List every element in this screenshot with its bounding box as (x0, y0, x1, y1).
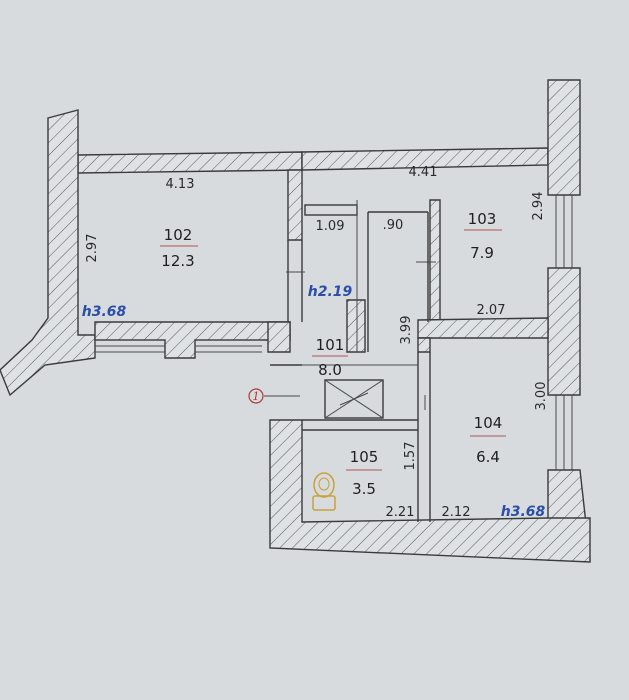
window-left (95, 339, 262, 353)
dimensions: 4.13 4.41 2.97 2.94 1.09 .90 3.99 2.07 3… (85, 165, 549, 520)
window-right-upper (555, 195, 573, 268)
dim-2-94: 2.94 (531, 192, 546, 221)
wall-top-left (77, 151, 303, 174)
wall-right-upper (547, 79, 581, 196)
room-103: 103 7.9 (464, 210, 502, 262)
wall-103-104 (417, 317, 549, 339)
dim-2-97: 2.97 (85, 234, 100, 263)
room-area: 7.9 (470, 244, 494, 262)
room-number: 101 (316, 336, 345, 354)
exterior-walls (0, 79, 591, 563)
height-corridor: h2.19 (308, 284, 353, 300)
room-number: 104 (474, 414, 503, 432)
room-number: 103 (468, 210, 497, 228)
closet-wall (346, 299, 366, 353)
dim-2-21: 2.21 (386, 505, 415, 520)
closet-edge (304, 204, 358, 216)
room-area: 6.4 (476, 448, 500, 466)
dim-3-99: 3.99 (399, 316, 414, 345)
room-number: 105 (350, 448, 379, 466)
wall-101-103 (429, 199, 441, 323)
height-right: h3.68 (501, 504, 546, 520)
wall-101-104-stub (417, 337, 431, 353)
dim-0-90: .90 (383, 218, 404, 233)
dim-2-12: 2.12 (442, 505, 471, 520)
wall-left (0, 109, 96, 397)
room-104: 104 6.4 (470, 414, 506, 466)
room-area: 8.0 (318, 361, 342, 379)
interior-walls (270, 169, 549, 522)
windows (95, 195, 573, 470)
room-number: 102 (164, 226, 193, 244)
wall-bottom (269, 419, 591, 563)
dim-1-57: 1.57 (403, 442, 418, 471)
wall-right-middle (547, 267, 581, 396)
wall-102-101 (287, 169, 303, 241)
height-left: h3.68 (82, 304, 127, 320)
room-101: 101 8.0 (312, 336, 348, 379)
entrance-marker-icon: 1 (248, 388, 300, 404)
toilet-icon (312, 472, 336, 511)
ventilation-shaft-icon (324, 379, 384, 419)
wall-lower-left (267, 321, 291, 353)
dim-3-00: 3.00 (534, 382, 549, 411)
entrance-marker-label: 1 (253, 390, 260, 403)
dim-2-07: 2.07 (477, 303, 506, 318)
ceiling-heights: h3.68 h2.19 h3.68 (82, 284, 546, 520)
dim-1-09: 1.09 (316, 219, 345, 234)
dim-4-13: 4.13 (166, 177, 195, 192)
room-area: 12.3 (161, 252, 194, 270)
dim-4-41: 4.41 (409, 165, 438, 180)
room-102: 102 12.3 (160, 226, 198, 270)
window-right-lower (555, 395, 573, 470)
room-area: 3.5 (352, 480, 376, 498)
room-105: 105 3.5 (346, 448, 382, 498)
